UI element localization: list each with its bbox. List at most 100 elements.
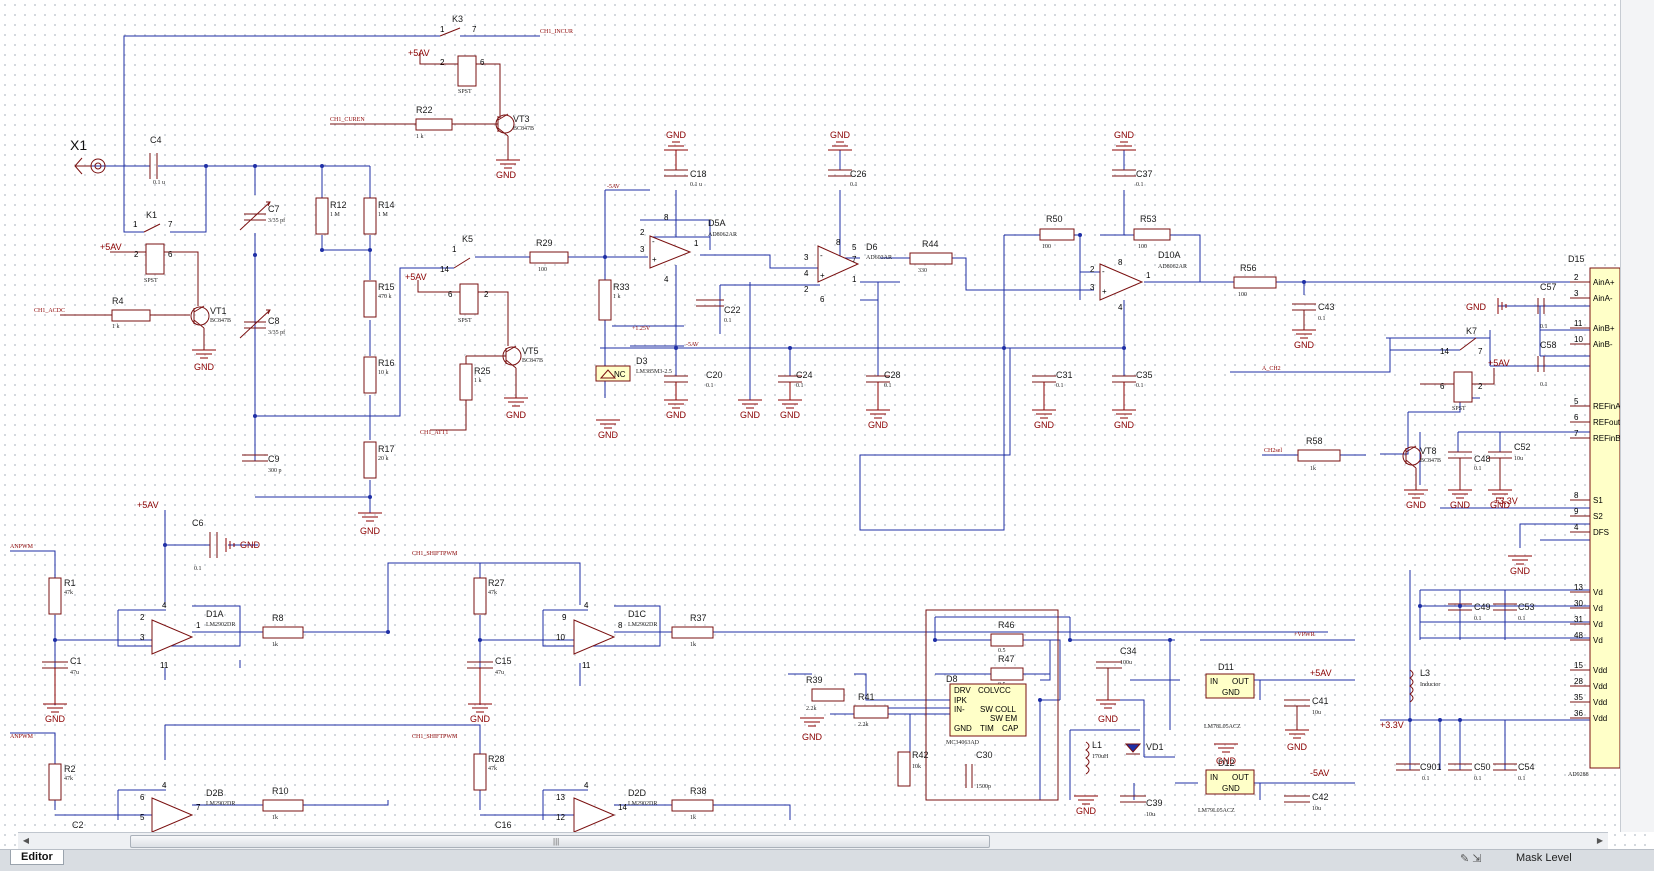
svg-text:4: 4 bbox=[804, 269, 809, 278]
c53-ref: C53 bbox=[1518, 602, 1535, 612]
d15-pin-number: 6 bbox=[1574, 413, 1579, 422]
svg-text:11: 11 bbox=[582, 661, 591, 670]
r41-ref: R41 bbox=[858, 692, 875, 702]
d15-pin-number: 35 bbox=[1574, 693, 1583, 702]
scroll-right-icon[interactable]: ▶ bbox=[1596, 836, 1604, 845]
d15-pin-label: AinB- bbox=[1593, 340, 1613, 349]
c54-val: 0.1 bbox=[1518, 776, 1526, 782]
vt1-ref: VT1 bbox=[210, 306, 227, 316]
c58-ref: C58 bbox=[1540, 340, 1557, 350]
svg-text:1: 1 bbox=[852, 275, 857, 284]
svg-text:6: 6 bbox=[140, 793, 145, 802]
rel2-ref: SPST bbox=[144, 278, 158, 284]
c8-val: 3/35 pf bbox=[268, 329, 285, 336]
r44-val: 330 bbox=[918, 268, 927, 274]
net-shiftpwm-2: CH1_SHIFTPWM bbox=[412, 734, 458, 740]
gnd-c26: GND bbox=[830, 130, 851, 140]
r58-val: 1k bbox=[1310, 466, 1316, 472]
d8-swem: SW EM bbox=[990, 714, 1017, 723]
r15-val: 470 k bbox=[378, 294, 392, 300]
horizontal-scrollbar[interactable]: ◀ ||| ▶ bbox=[18, 832, 1608, 849]
mask-level-button[interactable]: Mask Level bbox=[1516, 852, 1572, 864]
d1c-ref: D1C bbox=[628, 609, 647, 619]
c34-val: 100u bbox=[1120, 660, 1132, 666]
c15-val: 47u bbox=[495, 670, 504, 676]
net-p5av-3: +5AV bbox=[405, 272, 427, 282]
d15-pin-label: S2 bbox=[1593, 512, 1603, 521]
d12-gnd: GND bbox=[1222, 784, 1240, 793]
svg-text:6: 6 bbox=[820, 295, 825, 304]
r50-val: 100 bbox=[1042, 244, 1051, 250]
rel3-ref: SPST bbox=[458, 318, 472, 324]
c41-val: 10u bbox=[1312, 710, 1321, 716]
status-bar: Editor ✎ ⇲ Mask Level bbox=[0, 849, 1654, 871]
c31-ref: C31 bbox=[1056, 370, 1073, 380]
gnd-vt3: GND bbox=[496, 170, 517, 180]
r12-val: 1 M bbox=[330, 212, 341, 218]
r41-val: 2.2k bbox=[858, 722, 869, 728]
net-vpwr: +VPWR bbox=[1294, 632, 1315, 638]
c35-val: 0.1 bbox=[1136, 383, 1144, 389]
k1-ref: K1 bbox=[146, 210, 157, 220]
d15-val: AD9288 bbox=[1568, 772, 1589, 778]
gnd-c18: GND bbox=[666, 130, 687, 140]
r53-ref: R53 bbox=[1140, 214, 1157, 224]
svg-text:+: + bbox=[820, 271, 825, 280]
r39-ref: R39 bbox=[806, 675, 823, 685]
rel4-p2: 2 bbox=[1478, 382, 1483, 391]
c2-ref: C2 bbox=[72, 820, 84, 830]
k1-p1: 1 bbox=[133, 220, 138, 229]
tab-editor[interactable]: Editor bbox=[10, 850, 64, 865]
c28-ref: C28 bbox=[884, 370, 901, 380]
k3-p2: 7 bbox=[472, 25, 477, 34]
d15-pin-number: 7 bbox=[1574, 429, 1579, 438]
r38-val: 1k bbox=[690, 815, 696, 821]
gnd-dfs: GND bbox=[1510, 566, 1531, 576]
r33-val: 1 k bbox=[613, 294, 621, 300]
d15-pin-label: Vdd bbox=[1593, 682, 1607, 691]
c24-val: 0.1 bbox=[796, 383, 804, 389]
rel4-ref: SPST bbox=[1452, 406, 1466, 412]
gnd-c31: GND bbox=[1034, 420, 1055, 430]
d11-gnd: GND bbox=[1222, 688, 1240, 697]
svg-text:4: 4 bbox=[664, 275, 669, 284]
c6-val: 0.1 bbox=[194, 566, 202, 572]
c57-ref: C57 bbox=[1540, 282, 1557, 292]
r2-val: 47k bbox=[64, 776, 73, 782]
scroll-left-icon[interactable]: ◀ bbox=[22, 836, 30, 845]
svg-text:3: 3 bbox=[140, 633, 145, 642]
vt3-val: BC847B bbox=[513, 126, 534, 132]
r29-ref: R29 bbox=[536, 238, 553, 248]
svg-text:2: 2 bbox=[804, 285, 809, 294]
d15-ref: D15 bbox=[1568, 254, 1585, 264]
svg-text:4: 4 bbox=[162, 601, 167, 610]
scroll-thumb[interactable]: ||| bbox=[130, 835, 990, 848]
d15-pin-number: 15 bbox=[1574, 661, 1583, 670]
net-ch2sel: CH2sel bbox=[1264, 448, 1282, 454]
c37-val: 0.1 bbox=[1136, 182, 1144, 188]
d5a-ref: D5A bbox=[708, 218, 726, 228]
c15-ref: C15 bbox=[495, 656, 512, 666]
gnd-c34: GND bbox=[1098, 714, 1119, 724]
svg-text:1: 1 bbox=[694, 239, 699, 248]
k5-p2: 14 bbox=[440, 265, 449, 274]
r8-ref: R8 bbox=[272, 613, 284, 623]
d15-pin-label: Vdd bbox=[1593, 698, 1607, 707]
net-shiftpwm-1: CH1_SHIFTPWM bbox=[412, 551, 458, 557]
d11-out: OUT bbox=[1232, 677, 1249, 686]
r4-val: 1 k bbox=[112, 324, 120, 330]
d3-ref: D3 bbox=[636, 356, 648, 366]
c48-val: 0.1 bbox=[1474, 466, 1482, 472]
d12-ref: D12 bbox=[1218, 758, 1235, 768]
gnd-d11: GND bbox=[1216, 756, 1237, 766]
d15-pin-label: S1 bbox=[1593, 496, 1603, 505]
c30-val: 1500p bbox=[976, 784, 991, 790]
pen-icon[interactable]: ✎ ⇲ bbox=[1460, 853, 1482, 865]
rel1-ref: SPST bbox=[458, 89, 472, 95]
r1-val: 47k bbox=[64, 590, 73, 596]
gnd-vt1: GND bbox=[194, 362, 215, 372]
svg-text:2: 2 bbox=[1090, 265, 1095, 274]
net-p5av-2: +5AV bbox=[100, 242, 122, 252]
d2b-val: LM2902DR bbox=[206, 801, 235, 807]
